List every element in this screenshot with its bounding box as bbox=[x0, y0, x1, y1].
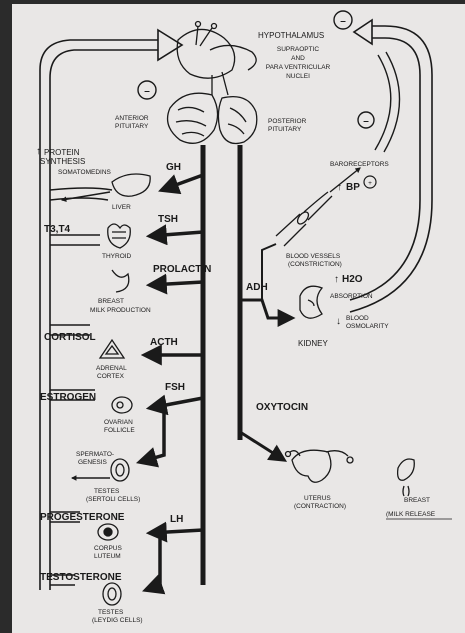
testes-leydig-icon bbox=[103, 583, 121, 605]
svg-text:MILK PRODUCTION: MILK PRODUCTION bbox=[90, 307, 151, 314]
svg-text:(CONTRACTION): (CONTRACTION) bbox=[294, 503, 346, 510]
liver-icon bbox=[112, 174, 150, 196]
label-adh: ADH bbox=[246, 282, 268, 293]
svg-text:AND: AND bbox=[291, 55, 305, 62]
uterus-icon bbox=[286, 450, 354, 482]
ovarian-follicle-icon bbox=[112, 397, 132, 413]
right-feedback-arrowhead bbox=[354, 20, 372, 44]
posterior-branches bbox=[240, 300, 292, 460]
svg-text:–: – bbox=[340, 16, 346, 27]
right-feedback-loop bbox=[350, 26, 432, 312]
label-breast-milk: BREAST bbox=[98, 298, 124, 305]
blood-vessel-icon bbox=[276, 192, 332, 246]
svg-text:PARA VENTRICULAR: PARA VENTRICULAR bbox=[266, 64, 331, 71]
label-blood-osmolarity: BLOOD bbox=[346, 315, 369, 322]
label-blood-vessels: BLOOD VESSELS bbox=[286, 253, 341, 260]
label-liver: LIVER bbox=[112, 204, 131, 211]
label-testes-sertoli: TESTES bbox=[94, 488, 120, 495]
label-somatomedins: SOMATOMEDINS bbox=[58, 169, 112, 176]
up-arrow-h2o: ↑ bbox=[334, 274, 339, 285]
label-breast-release: BREAST bbox=[404, 497, 430, 504]
baroreceptor-feedback-loop bbox=[375, 52, 400, 152]
plus-icon: + bbox=[364, 176, 376, 188]
up-arrow-protein: ↑ bbox=[36, 146, 41, 157]
label-gh: GH bbox=[166, 162, 181, 173]
svg-text:(LEYDIG CELLS): (LEYDIG CELLS) bbox=[92, 617, 143, 624]
svg-text:FOLLICLE: FOLLICLE bbox=[104, 427, 135, 434]
breast-release-icon bbox=[398, 459, 415, 496]
svg-text:+: + bbox=[368, 180, 372, 187]
testes-sertoli-icon bbox=[111, 459, 129, 481]
label-kidney: KIDNEY bbox=[298, 339, 328, 348]
label-adrenal: ADRENAL bbox=[96, 365, 127, 372]
svg-text:LUTEUM: LUTEUM bbox=[94, 553, 121, 560]
label-ovarian-follicle: OVARIAN bbox=[104, 419, 133, 426]
label-oxytocin: OXYTOCIN bbox=[256, 402, 308, 413]
label-acth: ACTH bbox=[150, 337, 178, 348]
svg-text:GENESIS: GENESIS bbox=[78, 459, 108, 466]
hypothalamus-drawing bbox=[177, 22, 256, 96]
svg-text:CORTEX: CORTEX bbox=[97, 373, 125, 380]
label-spermatogenesis: SPERMATO- bbox=[76, 451, 114, 458]
svg-text:–: – bbox=[144, 86, 150, 97]
label-hypothalamus: HYPOTHALAMUS bbox=[258, 31, 324, 40]
label-bp: BP bbox=[346, 182, 360, 193]
breast-icon bbox=[112, 270, 129, 292]
label-testes-leydig: TESTES bbox=[98, 609, 124, 616]
label-lh: LH bbox=[170, 514, 183, 525]
anterior-pituitary-drawing bbox=[168, 93, 218, 143]
svg-text:NUCLEI: NUCLEI bbox=[286, 73, 310, 80]
svg-text:(MILK RELEASE: (MILK RELEASE bbox=[386, 511, 436, 518]
minus-icon-baroreceptor: – bbox=[358, 112, 374, 128]
label-t3t4: T3,T4 bbox=[44, 224, 71, 235]
corpus-luteum-icon bbox=[98, 524, 118, 540]
label-anterior-pituitary: ANTERIOR bbox=[115, 115, 149, 122]
label-uterus: UTERUS bbox=[304, 495, 331, 502]
label-supraoptic: SUPRAOPTIC bbox=[277, 46, 320, 53]
label-tsh: TSH bbox=[158, 214, 178, 225]
label-prolactin: PROLACTIN bbox=[153, 264, 211, 275]
minus-icon-left: – bbox=[138, 81, 156, 99]
label-absorption: ABSORPTION bbox=[330, 293, 373, 300]
label-fsh: FSH bbox=[165, 382, 185, 393]
label-h2o: H2O bbox=[342, 274, 363, 285]
label-cortisol: CORTISOL bbox=[44, 332, 96, 343]
thyroid-icon bbox=[108, 224, 131, 248]
label-baroreceptors: BARORECEPTORS bbox=[330, 161, 389, 168]
svg-text:PITUITARY: PITUITARY bbox=[115, 123, 149, 130]
svg-text:OSMOLARITY: OSMOLARITY bbox=[346, 323, 389, 330]
svg-text:SYNTHESIS: SYNTHESIS bbox=[40, 157, 85, 166]
minus-icon-right: – bbox=[334, 11, 352, 29]
label-corpus-luteum: CORPUS bbox=[94, 545, 122, 552]
label-protein: PROTEIN bbox=[44, 148, 80, 157]
label-progesterone: PROGESTERONE bbox=[40, 512, 125, 523]
svg-text:(SERTOLI CELLS): (SERTOLI CELLS) bbox=[86, 496, 140, 503]
label-testosterone: TESTOSTERONE bbox=[40, 572, 122, 583]
adrenal-icon bbox=[100, 340, 124, 358]
svg-text:PITUITARY: PITUITARY bbox=[268, 126, 302, 133]
svg-text:(CONSTRICTION): (CONSTRICTION) bbox=[288, 261, 342, 268]
kidney-icon bbox=[300, 286, 322, 318]
down-arrow-osmolarity: ↓ bbox=[336, 316, 341, 327]
svg-text:–: – bbox=[363, 116, 369, 127]
posterior-pituitary-drawing bbox=[218, 97, 256, 144]
up-arrow-bp: ↑ bbox=[337, 182, 342, 193]
label-thyroid: THYROID bbox=[102, 253, 132, 260]
label-posterior-pituitary: POSTERIOR bbox=[268, 118, 307, 125]
label-estrogen: ESTROGEN bbox=[40, 392, 96, 403]
